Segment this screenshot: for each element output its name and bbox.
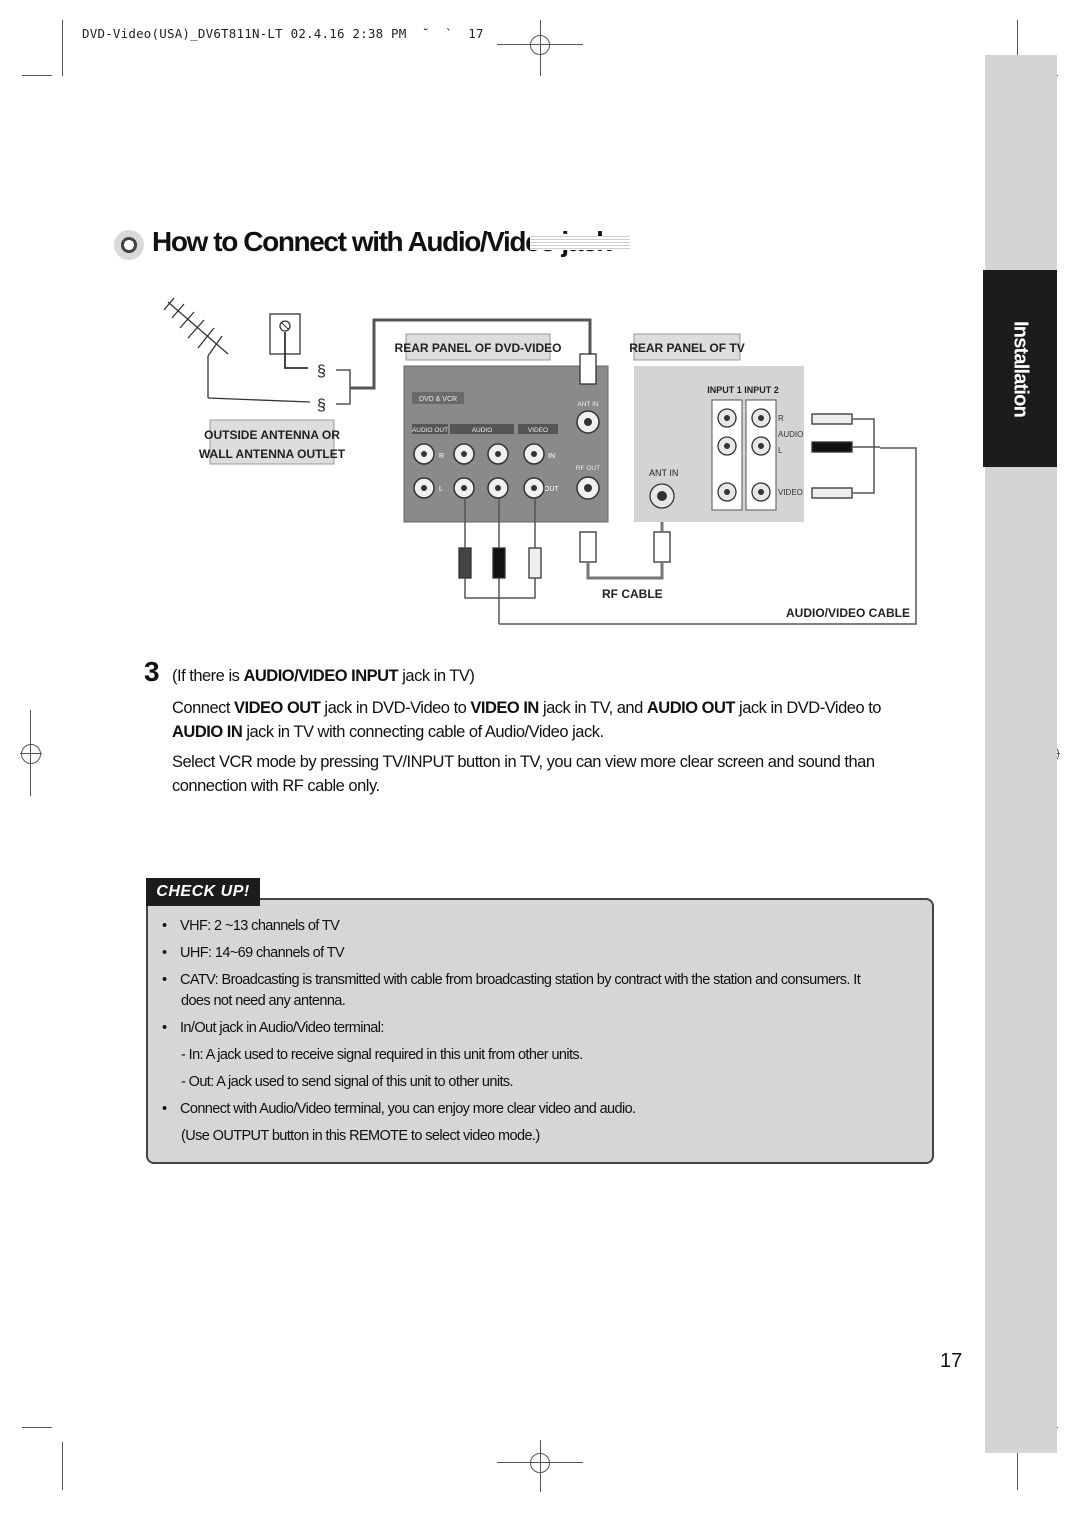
- step-instruction-1: Connect VIDEO OUT jack in DVD-Video to V…: [172, 699, 881, 717]
- dvd-l-label: L: [439, 486, 443, 493]
- check-item-inout: •In/Out jack in Audio/Video terminal:: [162, 1020, 384, 1036]
- rf-cable-label: RF CABLE: [602, 587, 663, 601]
- dvd-vcr-label: DVD & VCR: [419, 396, 457, 403]
- check-item-vhf: •VHF: 2 ~13 channels of TV: [162, 918, 340, 934]
- check-item-catv: •CATV: Broadcasting is transmitted with …: [162, 972, 861, 988]
- step-instruction-3: Select VCR mode by pressing TV/INPUT but…: [172, 753, 875, 771]
- dvd-r-label: R: [439, 453, 444, 460]
- tv-video-label: VIDEO: [778, 488, 803, 497]
- print-slug: DVD-Video(USA)_DV6T811N-LT 02.4.16 2:38 …: [82, 26, 484, 41]
- tv-panel-label: REAR PANEL OF TV: [629, 341, 745, 355]
- step-instruction-2: AUDIO IN jack in TV with connecting cabl…: [172, 723, 604, 741]
- audio-label: AUDIO: [472, 427, 493, 434]
- tv-l-label: L: [778, 446, 783, 455]
- step-number: 3: [144, 656, 160, 687]
- audio-out-label: AUDIO OUT: [412, 427, 448, 434]
- check-item-av: •Connect with Audio/Video terminal, you …: [162, 1101, 636, 1117]
- section-tab: Installation: [983, 270, 1057, 467]
- check-up-box: [146, 898, 934, 1164]
- tv-r-label: R: [778, 414, 784, 423]
- check-item-in: - In: A jack used to receive signal requ…: [181, 1047, 583, 1063]
- side-strip: [985, 55, 1057, 1453]
- step-instruction-4: connection with RF cable only.: [172, 777, 380, 795]
- title-bullet-icon: [114, 230, 144, 260]
- check-up-badge: CHECK UP!: [146, 878, 260, 906]
- connection-diagram: § § OUTSIDE ANTENNA OR WALL ANTENNA OUTL…: [163, 297, 917, 625]
- antenna-icon: [163, 297, 311, 403]
- check-item-av-note: (Use OUTPUT button in this REMOTE to sel…: [181, 1128, 540, 1144]
- svg-text:§: §: [317, 363, 326, 380]
- dvd-panel-label: REAR PANEL OF DVD-VIDEO: [395, 341, 562, 355]
- page-number: 17: [940, 1350, 963, 1372]
- dvd-out-label: OUT: [544, 486, 560, 493]
- svg-text:§: §: [317, 397, 326, 414]
- tv-ant-in-label: ANT IN: [649, 468, 678, 478]
- antenna-label-2: WALL ANTENNA OUTLET: [199, 447, 346, 461]
- dvd-ant-in-label: ANT IN: [577, 401, 598, 408]
- step-condition: (If there is AUDIO/VIDEO INPUT jack in T…: [172, 667, 475, 685]
- antenna-label-1: OUTSIDE ANTENNA OR: [204, 428, 340, 442]
- dvd-plugs: [458, 531, 671, 579]
- video-label: VIDEO: [528, 427, 548, 434]
- dvd-in-label: IN: [548, 453, 555, 460]
- dvd-jacks: [413, 410, 600, 500]
- rf-out-label: RF OUT: [576, 465, 600, 472]
- check-item-uhf: •UHF: 14~69 channels of TV: [162, 945, 345, 961]
- av-cable-label: AUDIO/VIDEO CABLE: [786, 606, 910, 620]
- check-item-out: - Out: A jack used to send signal of thi…: [181, 1074, 514, 1090]
- title-rule: [530, 236, 630, 250]
- wall-outlet-icon: [269, 313, 308, 369]
- section-tab-label: Installation: [1009, 320, 1032, 417]
- check-item-catv-cont: does not need any antenna.: [181, 993, 346, 1009]
- tv-plugs: [811, 413, 853, 499]
- tv-audio-label: AUDIO: [778, 430, 803, 439]
- tv-inputs-label: INPUT 1 INPUT 2: [707, 385, 779, 395]
